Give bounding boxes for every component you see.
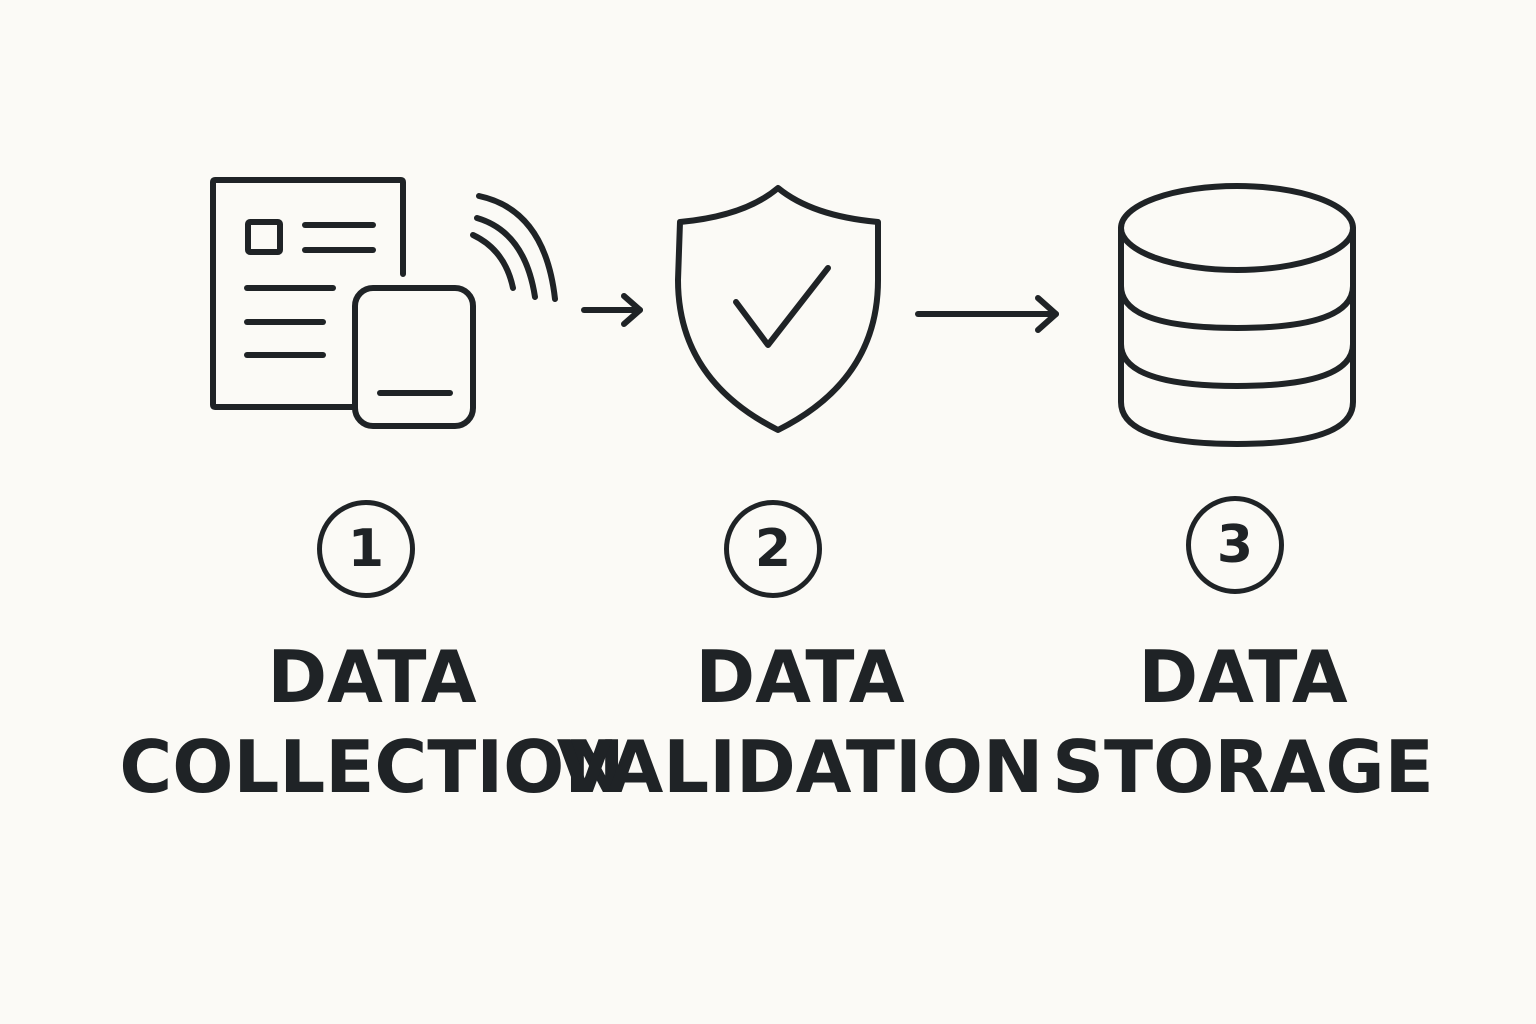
shield-check-icon bbox=[675, 185, 881, 433]
database-icon bbox=[1118, 183, 1356, 447]
step-label-data-collection: DATA COLLECTION bbox=[119, 632, 624, 812]
step-number-2: 2 bbox=[724, 500, 822, 598]
step-label-data-validation: DATA VALIDATION bbox=[557, 632, 1044, 812]
step-number-3: 3 bbox=[1186, 496, 1284, 594]
step-label-line2: COLLECTION bbox=[119, 725, 625, 809]
step-label-line1: DATA bbox=[1138, 635, 1348, 719]
arrow-right-icon bbox=[915, 295, 1059, 333]
step-label-line2: STORAGE bbox=[1052, 725, 1434, 809]
data-collection-icon bbox=[210, 177, 558, 429]
step-label-data-storage: DATA STORAGE bbox=[1052, 632, 1434, 812]
arrow-right-icon bbox=[581, 293, 643, 327]
step-label-line1: DATA bbox=[267, 635, 477, 719]
step-number-1: 1 bbox=[317, 500, 415, 598]
step-label-line2: VALIDATION bbox=[556, 725, 1044, 809]
step-label-line1: DATA bbox=[695, 635, 905, 719]
